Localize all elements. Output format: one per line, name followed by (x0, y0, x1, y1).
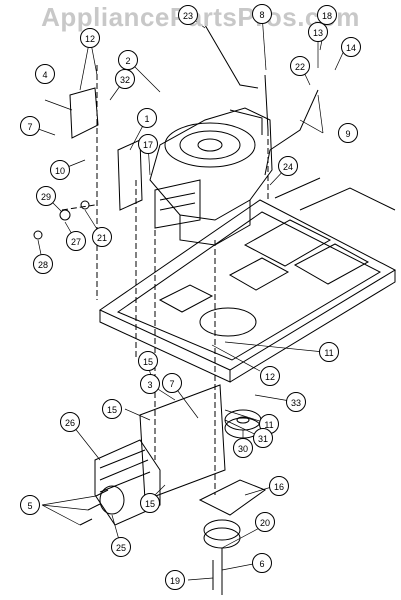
callout-7-lower: 7 (162, 373, 182, 393)
muffler (94, 439, 161, 526)
watermark-text: AppliancePartsPros.com (41, 2, 360, 32)
callout-8: 8 (252, 4, 272, 24)
callout-13: 13 (308, 22, 328, 42)
hardware-screw-set (79, 489, 109, 526)
callout-27: 27 (66, 231, 86, 251)
callout-22: 22 (290, 56, 310, 76)
leader-lines (29, 13, 348, 581)
callout-19: 19 (165, 570, 185, 590)
control-rod (204, 24, 259, 89)
callout-25: 25 (111, 537, 131, 557)
callout-28: 28 (33, 254, 53, 274)
callout-15-middle: 15 (102, 399, 122, 419)
callout-4: 4 (35, 64, 55, 84)
callout-15-lower: 15 (140, 493, 160, 513)
callout-16: 16 (269, 476, 289, 496)
callout-33: 33 (286, 392, 306, 412)
callout-17: 17 (138, 134, 158, 154)
callout-7-upper: 7 (20, 116, 40, 136)
callout-18: 18 (317, 5, 337, 25)
callout-23: 23 (178, 5, 198, 25)
callout-2: 2 (118, 50, 138, 70)
callout-6: 6 (252, 553, 272, 573)
hardware-washer (80, 200, 90, 210)
callout-20: 20 (255, 512, 275, 532)
callout-29: 29 (36, 186, 56, 206)
callout-12-upper: 12 (80, 28, 100, 48)
callout-3: 3 (140, 374, 160, 394)
bracket (117, 139, 143, 211)
callout-21: 21 (92, 227, 112, 247)
callout-24: 24 (278, 156, 298, 176)
callout-12-lower: 12 (260, 366, 280, 386)
hardware-bolt (33, 230, 43, 240)
callout-26: 26 (60, 412, 80, 432)
callout-30: 30 (233, 438, 253, 458)
callout-1: 1 (137, 108, 157, 128)
hardware-bushing (59, 209, 71, 221)
callout-9: 9 (338, 123, 358, 143)
engine (149, 107, 273, 246)
heat-shield (139, 384, 226, 501)
callout-32: 32 (115, 69, 135, 89)
clutch (198, 479, 267, 549)
control-rod-2 (264, 74, 269, 131)
callout-10: 10 (50, 160, 70, 180)
callout-14: 14 (341, 37, 361, 57)
callout-11-upper: 11 (319, 342, 339, 362)
callout-31: 31 (253, 428, 273, 448)
callout-15-upper: 15 (138, 351, 158, 371)
callout-5: 5 (20, 495, 40, 515)
cover-plate (69, 87, 99, 139)
